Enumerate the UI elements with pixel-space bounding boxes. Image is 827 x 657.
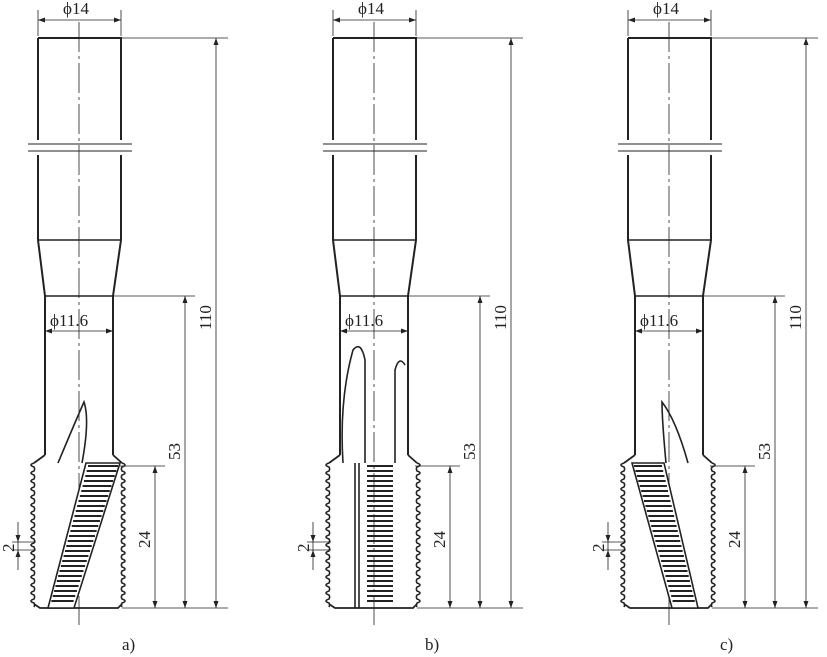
figure-b-labels: ϕ14 ϕ11.6 110 53 24 2 b)	[294, 0, 510, 654]
left-thread-profile	[325, 462, 331, 608]
arrowhead	[213, 601, 219, 608]
thread-section	[30, 399, 126, 609]
arrowhead	[803, 38, 809, 45]
left-thread-profile	[30, 462, 36, 608]
figure-caption: c)	[720, 635, 733, 654]
body-length-label: 53	[165, 443, 184, 460]
neck-diameter-label: ϕ11.6	[640, 311, 678, 330]
neck-diameter-label: ϕ11.6	[345, 311, 383, 330]
arrowhead	[803, 601, 809, 608]
arrowhead	[182, 601, 188, 608]
tap-figure	[307, 10, 523, 625]
arrowhead	[310, 535, 316, 542]
arrowhead	[45, 328, 52, 334]
arrowhead	[605, 535, 611, 542]
flute-tip	[57, 399, 88, 464]
pitch-label: 2	[0, 544, 18, 553]
right-thread-profile	[710, 462, 716, 608]
body-length-label: 53	[460, 443, 479, 460]
right-thread-profile	[120, 462, 126, 608]
arrowhead	[310, 550, 316, 557]
arrowhead	[477, 601, 483, 608]
shank-diameter-label: ϕ14	[653, 0, 679, 18]
arrowhead	[742, 601, 748, 608]
arrowhead	[152, 601, 158, 608]
straight-flute	[394, 360, 406, 463]
shank-diameter-label: ϕ14	[358, 0, 384, 18]
arrowhead	[605, 550, 611, 557]
arrowhead	[182, 296, 188, 303]
left-thread-profile	[620, 462, 626, 608]
tap-outline	[332, 37, 417, 455]
tap-figure	[602, 10, 818, 625]
arrowhead	[635, 328, 642, 334]
arrowhead	[333, 17, 340, 23]
arrowhead	[106, 328, 113, 334]
arrowhead	[15, 535, 21, 542]
arrowhead	[696, 328, 703, 334]
thread-length-label: 24	[135, 531, 154, 549]
figure-c-labels: ϕ14 ϕ11.6 110 53 24 2 c)	[589, 0, 805, 654]
arrowhead	[114, 17, 121, 23]
dimensions	[602, 10, 818, 609]
figure-caption: a)	[122, 635, 135, 654]
arrowhead	[38, 17, 45, 23]
pitch-label: 2	[294, 544, 313, 553]
arrowhead	[508, 601, 514, 608]
right-thread-profile	[415, 462, 421, 608]
pitch-label: 2	[589, 544, 608, 553]
shank-diameter-label: ϕ14	[63, 0, 89, 18]
thread-section	[325, 345, 421, 609]
thread-length-label: 24	[725, 531, 744, 549]
thread-length-label: 24	[430, 531, 449, 549]
total-length-label: 110	[786, 305, 805, 330]
arrowhead	[628, 17, 635, 23]
dimensions	[307, 10, 523, 609]
arrowhead	[447, 466, 453, 473]
arrowhead	[401, 328, 408, 334]
neck-diameter-label: ϕ11.6	[50, 311, 88, 330]
thread-chamfer	[623, 454, 713, 609]
arrowhead	[742, 466, 748, 473]
arrowhead	[772, 601, 778, 608]
arrowhead	[704, 17, 711, 23]
arrowhead	[340, 328, 347, 334]
figure-a-labels: ϕ14 ϕ11.6 110 53 24 2 a)	[0, 0, 215, 654]
arrowhead	[508, 38, 514, 45]
arrowhead	[447, 601, 453, 608]
flute-tip	[661, 399, 689, 464]
tap-figure	[12, 10, 228, 625]
thread-chamfer	[328, 454, 418, 609]
figure-caption: b)	[425, 635, 439, 654]
straight-flute	[341, 345, 366, 608]
arrowhead	[772, 296, 778, 303]
thread-chamfer	[33, 454, 123, 609]
thread-section	[620, 399, 716, 609]
tap-outline	[627, 37, 712, 455]
arrowhead	[213, 38, 219, 45]
total-length-label: 110	[491, 305, 510, 330]
body-length-label: 53	[755, 443, 774, 460]
tap-outline	[37, 37, 122, 455]
arrowhead	[152, 466, 158, 473]
total-length-label: 110	[196, 305, 215, 330]
arrowhead	[15, 550, 21, 557]
arrowhead	[409, 17, 416, 23]
dimensions	[12, 10, 228, 609]
arrowhead	[477, 296, 483, 303]
